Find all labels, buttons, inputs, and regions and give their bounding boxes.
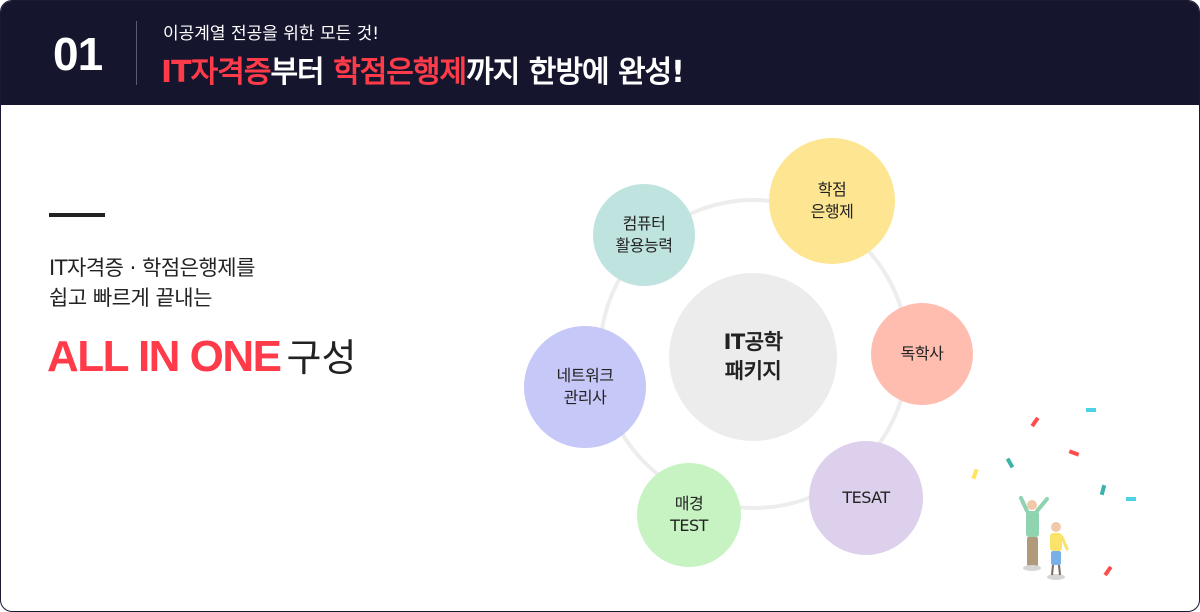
node-self-study-degree: 독학사 <box>871 303 973 405</box>
confetti-piece <box>1103 565 1113 577</box>
header-banner: 01 이공계열 전공을 위한 모든 것! IT자격증부터 학점은행제까지 한방에… <box>1 1 1199 105</box>
node-label: 네트워크 관리사 <box>556 366 614 407</box>
intro-line-1: IT자격증 · 학점은행제를 <box>49 256 255 280</box>
person-standing-icon <box>1047 522 1069 580</box>
center-node-label: IT공학 패키지 <box>723 330 783 383</box>
node-mk-test: 매경 TEST <box>637 463 741 567</box>
center-node: IT공학 패키지 <box>669 273 837 441</box>
confetti-piece <box>971 468 979 480</box>
intro-line-2: 쉽고 빠르게 끝내는 <box>49 286 212 310</box>
node-tesat: TESAT <box>809 441 923 555</box>
node-computer-literacy: 컴퓨터 활용능력 <box>593 184 695 286</box>
header-subtitle: 이공계열 전공을 위한 모든 것! <box>163 24 380 44</box>
node-label: 학점 은행제 <box>810 180 854 221</box>
confetti-piece <box>1086 408 1096 412</box>
section-rule <box>49 213 105 217</box>
node-network-admin: 네트워크 관리사 <box>524 326 646 448</box>
confetti-piece <box>1005 457 1015 469</box>
confetti-piece <box>1126 497 1136 501</box>
intro-description: IT자격증 · 학점은행제를 쉽고 빠르게 끝내는 <box>49 253 255 313</box>
node-label: 매경 TEST <box>670 494 708 535</box>
confetti-piece <box>1068 449 1080 457</box>
node-label: 컴퓨터 활용능력 <box>615 214 673 255</box>
headline-credit-bank: 학점은행제 <box>333 55 467 90</box>
celebration-illustration <box>971 408 1136 580</box>
confetti-piece <box>1030 416 1040 428</box>
step-number: 01 <box>53 28 103 80</box>
node-label: 독학사 <box>900 344 944 363</box>
node-credit-bank: 학점 은행제 <box>769 138 895 264</box>
person-cheering-icon <box>1019 496 1049 571</box>
all-in-one-ko: 구성 <box>286 336 357 380</box>
node-label: TESAT <box>842 488 890 507</box>
confetti-piece <box>1099 484 1107 496</box>
headline-from: 부터 <box>270 55 334 90</box>
header-headline: IT자격증부터 학점은행제까지 한방에 완성! <box>161 47 685 91</box>
headline-it-cert: IT자격증 <box>161 55 271 90</box>
header-divider <box>136 21 137 85</box>
headline-complete: 까지 한방에 완성! <box>466 55 685 90</box>
all-in-one-en: ALL IN ONE <box>47 332 282 381</box>
